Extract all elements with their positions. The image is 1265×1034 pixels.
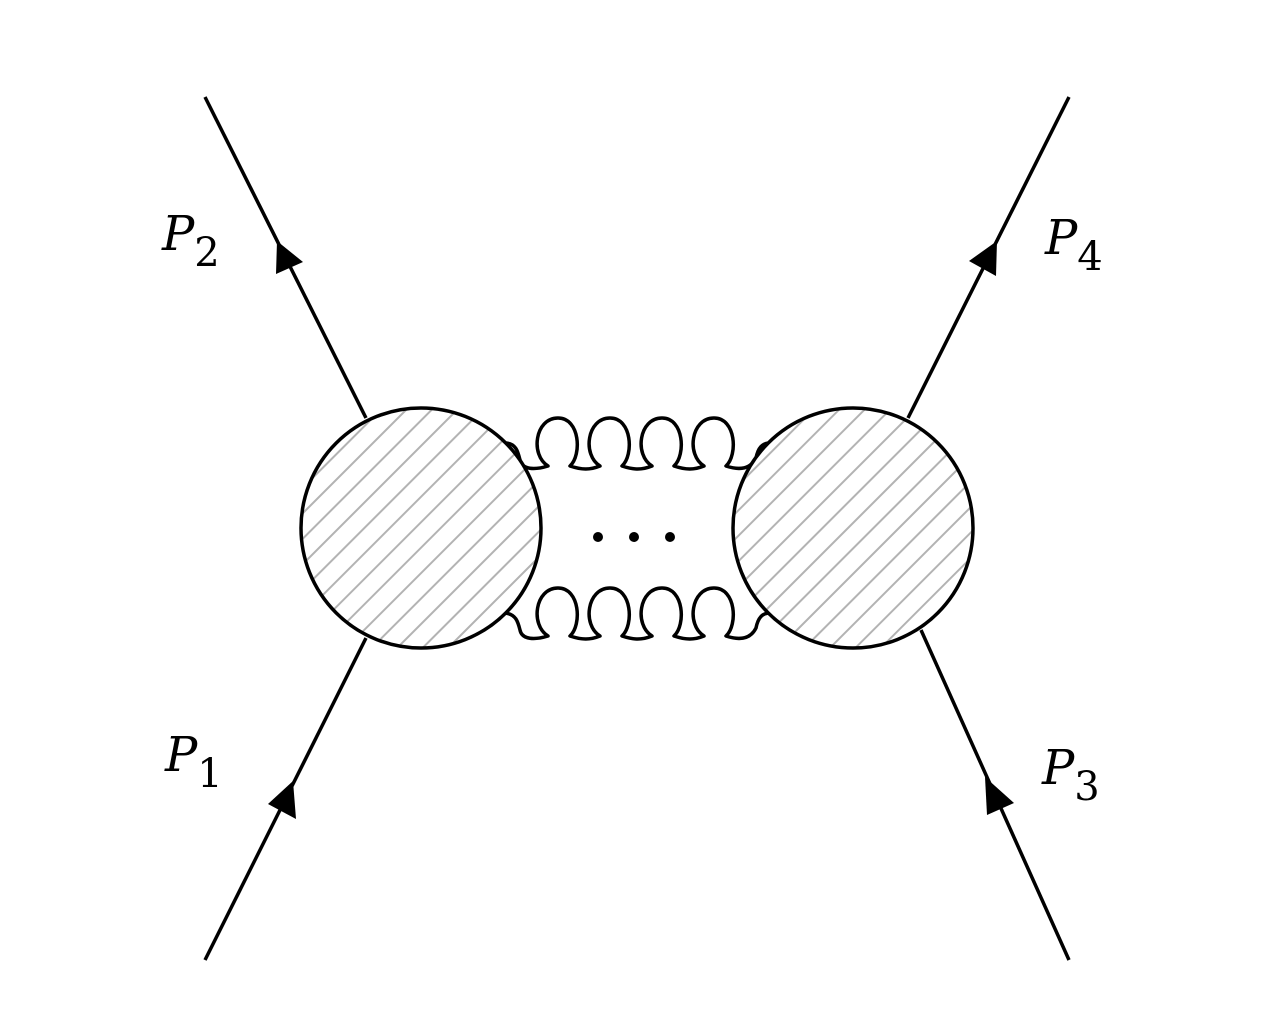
gluon-top	[503, 416, 772, 471]
arrow-p2	[276, 241, 303, 274]
label-p4-main: P	[1044, 210, 1078, 266]
arrow-p4	[969, 241, 997, 276]
ellipsis-dot	[629, 532, 639, 542]
label-p4-sub: 4	[1077, 234, 1102, 280]
arrow-p1	[268, 781, 296, 819]
gluon-bottom	[503, 586, 772, 641]
label-p1-sub: 1	[197, 751, 222, 797]
label-p1: P1	[164, 727, 223, 797]
label-p4: P4	[1044, 210, 1103, 280]
label-p3-sub: 3	[1074, 764, 1099, 810]
label-p2: P2	[161, 206, 220, 276]
ellipsis-dot	[593, 532, 603, 542]
label-p3-main: P	[1041, 740, 1075, 796]
label-p2-main: P	[161, 206, 195, 262]
right-blob	[731, 406, 975, 650]
left-blob	[299, 406, 543, 650]
label-p1-main: P	[164, 727, 198, 783]
ellipsis-dot	[665, 532, 675, 542]
label-p2-sub: 2	[194, 230, 219, 276]
arrow-p3	[985, 777, 1014, 815]
label-p3: P3	[1041, 740, 1100, 810]
